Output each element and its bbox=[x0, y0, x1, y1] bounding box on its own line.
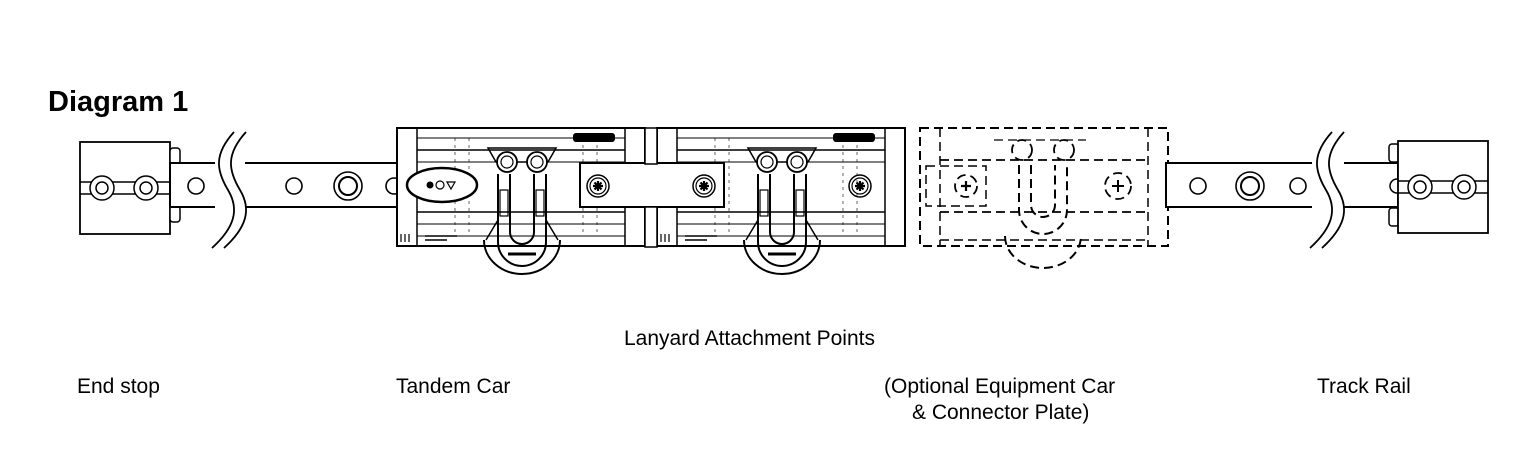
optional-equipment-car bbox=[919, 127, 1169, 269]
label-tandem-car: Tandem Car bbox=[396, 375, 511, 398]
label-track-rail: Track Rail bbox=[1317, 375, 1411, 398]
optional-car-screws bbox=[961, 180, 1124, 192]
tandem-car-1 bbox=[396, 127, 646, 276]
label-end-stop: End stop bbox=[77, 375, 160, 398]
track-rail-left bbox=[169, 120, 403, 252]
track-rail-right bbox=[1165, 120, 1399, 252]
label-optional-equipment-car-line2: & Connector Plate) bbox=[912, 401, 1090, 424]
label-optional-equipment-car-line1: (Optional Equipment Car bbox=[884, 375, 1116, 398]
end-stop-left bbox=[79, 141, 181, 235]
connector-plate bbox=[579, 127, 725, 248]
label-lanyard-attachment-points: Lanyard Attachment Points bbox=[624, 327, 875, 350]
diagram-title: Diagram 1 bbox=[48, 86, 189, 118]
end-stop-right bbox=[1388, 140, 1489, 234]
